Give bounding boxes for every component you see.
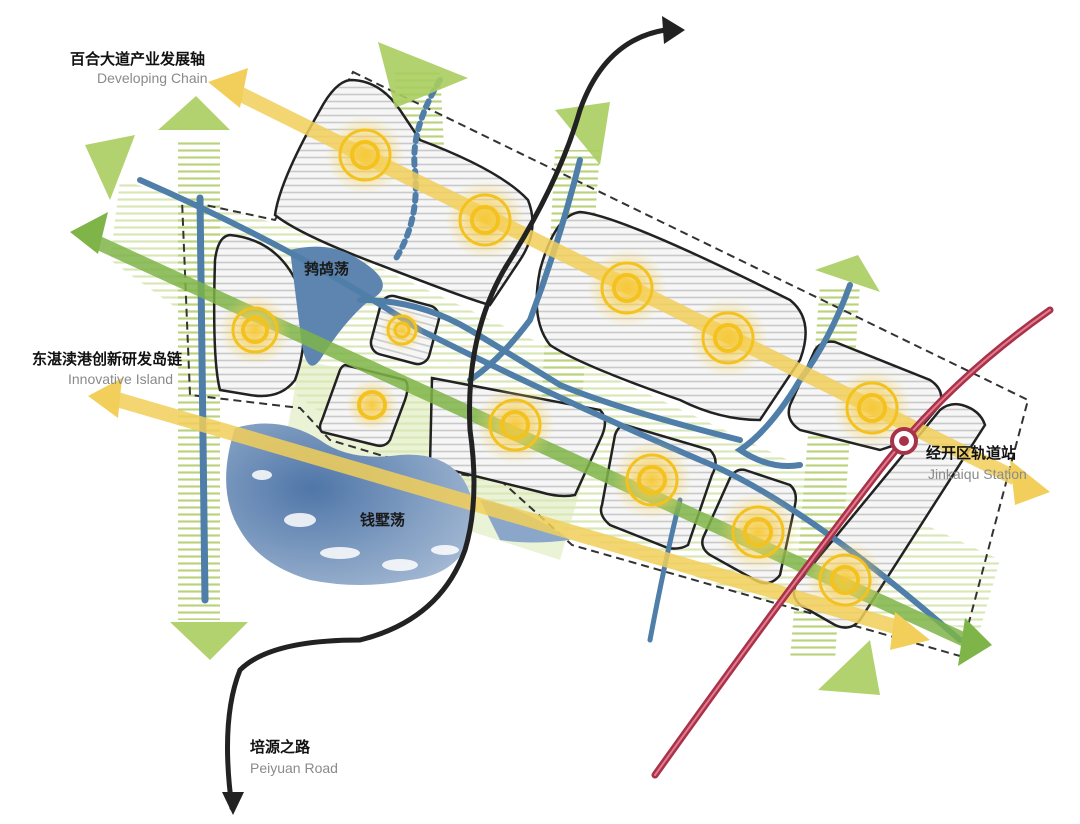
- opening-west-left: [85, 135, 135, 200]
- opening-east-top: [815, 255, 880, 292]
- node: [688, 298, 768, 378]
- node: [445, 180, 525, 260]
- yellow-axis-south-east-arrow: [890, 612, 930, 650]
- river-north-branch: [392, 77, 443, 263]
- label-lake-north: 鹁鸪荡: [304, 260, 349, 278]
- peiyuan-road: [222, 16, 685, 815]
- node: [346, 379, 398, 431]
- opening-north-1: [378, 42, 468, 108]
- node: [475, 385, 555, 465]
- label-road-zh: 培源之路: [250, 738, 311, 756]
- labels: 百合大道产业发展轴 Developing Chain 东湛渎港创新研发岛链 In…: [32, 50, 1027, 776]
- label-island-en: Innovative Island: [68, 371, 173, 387]
- river-east-branch: [734, 282, 853, 469]
- label-road-en: Peiyuan Road: [250, 760, 338, 776]
- road-arrow-north: [662, 16, 685, 44]
- nodes: [219, 115, 912, 620]
- node: [718, 492, 798, 572]
- station-marker-icon: [890, 427, 918, 455]
- opening-west-top: [158, 96, 230, 130]
- rail-line: [651, 306, 1054, 779]
- lake-qianshudang: [226, 423, 474, 585]
- node: [832, 368, 912, 448]
- node: [612, 440, 692, 520]
- label-baihe-zh: 百合大道产业发展轴: [70, 50, 205, 68]
- node: [805, 540, 885, 620]
- green-openings: [85, 42, 880, 695]
- river-bogudang-link: [357, 297, 743, 443]
- label-station-zh: 经开区轨道站: [926, 444, 1016, 462]
- label-baihe-en: Developing Chain: [97, 70, 208, 86]
- opening-north-2: [555, 102, 610, 165]
- river-west-vertical: [196, 194, 209, 604]
- node: [325, 115, 405, 195]
- road-arrow-south: [222, 792, 244, 815]
- yellow-axis-north-west-arrow: [208, 68, 248, 108]
- yellow-axis-south: [109, 390, 903, 636]
- label-lake-south: 钱墅荡: [360, 511, 405, 529]
- node: [587, 248, 667, 328]
- river-central-branch: [467, 157, 583, 383]
- green-axis-arrow-east: [958, 618, 992, 666]
- yellow-axis-south-west-arrow: [88, 378, 122, 418]
- yellow-axis-north-east-arrow: [1010, 460, 1050, 505]
- node: [380, 308, 424, 352]
- label-station-en: Jinkaiqu Station: [928, 466, 1027, 482]
- river-diagonal-main: [137, 177, 963, 643]
- green-axis-arrow-west: [70, 212, 108, 254]
- opening-west-bottom: [170, 622, 248, 660]
- node: [219, 294, 291, 366]
- opening-south-east: [818, 640, 880, 695]
- label-island-zh: 东湛渎港创新研发岛链: [32, 350, 183, 368]
